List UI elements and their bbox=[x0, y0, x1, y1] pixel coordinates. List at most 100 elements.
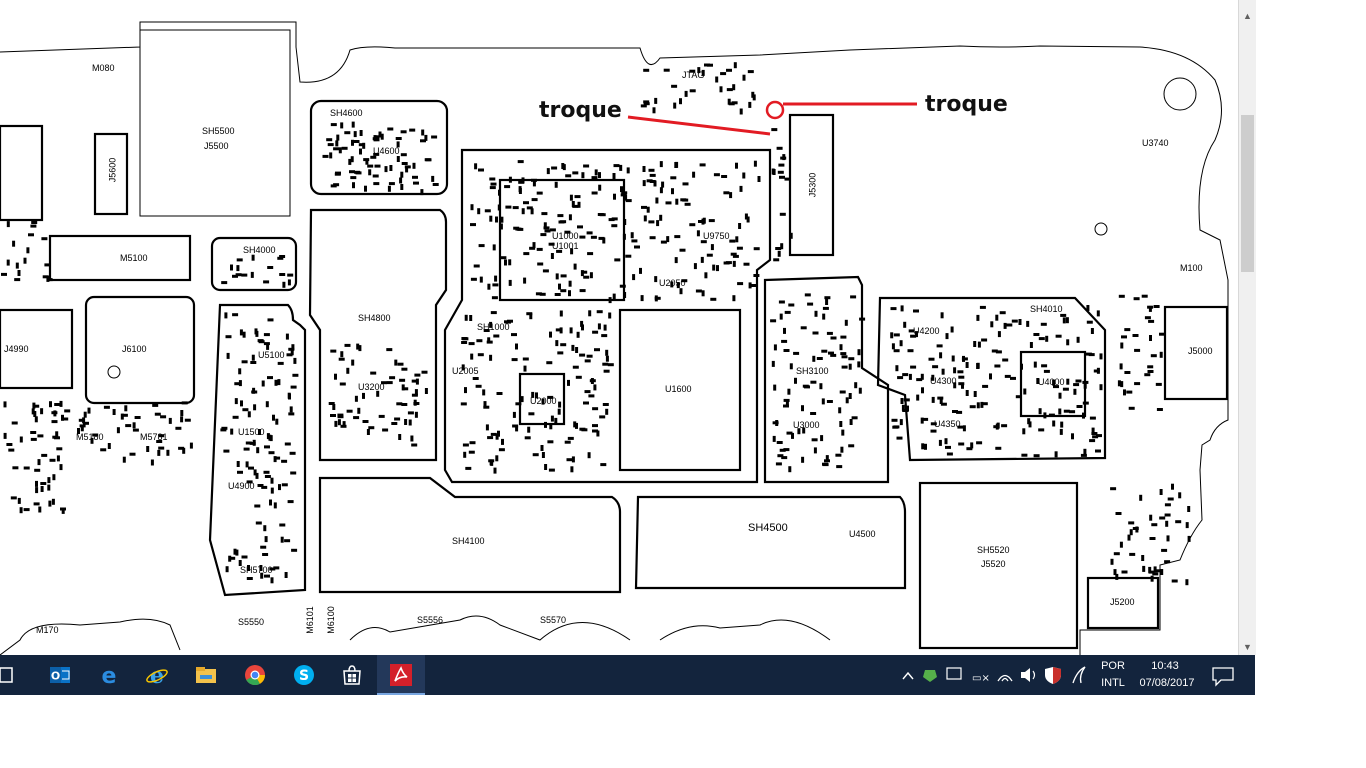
smd-pad bbox=[1134, 348, 1141, 352]
clock-date[interactable]: 07/08/2017 bbox=[1139, 677, 1195, 689]
smd-pad bbox=[592, 407, 599, 411]
smd-pad bbox=[845, 397, 849, 404]
pdf-viewer-area[interactable]: M080 SH5500 J5500 J5600 M5100 SH4000 J49… bbox=[0, 0, 1238, 655]
smd-pad bbox=[708, 219, 715, 223]
taskbar-skype[interactable]: S bbox=[280, 655, 328, 695]
vertical-scrollbar[interactable]: ▲ ▼ bbox=[1238, 0, 1256, 655]
smd-pad bbox=[495, 216, 498, 223]
smd-pad bbox=[757, 176, 761, 182]
smd-pad bbox=[976, 314, 980, 321]
smd-pad bbox=[826, 331, 833, 335]
smd-pad bbox=[997, 331, 1001, 338]
smd-pad bbox=[632, 274, 636, 281]
smd-pad bbox=[505, 205, 512, 209]
smd-pad bbox=[344, 343, 351, 347]
smd-pad bbox=[373, 182, 380, 186]
smd-pad bbox=[1150, 354, 1157, 358]
smd-pad bbox=[1020, 363, 1023, 370]
smd-pad bbox=[665, 201, 672, 205]
smd-pad bbox=[288, 412, 295, 416]
label-sh1000: SH1000 bbox=[477, 322, 510, 332]
smd-pad bbox=[421, 370, 428, 374]
smd-pad bbox=[490, 311, 497, 315]
smd-pad bbox=[460, 402, 467, 406]
smd-pad bbox=[1023, 388, 1027, 395]
smd-pad bbox=[523, 201, 529, 205]
smd-pad bbox=[291, 548, 298, 552]
smd-pad bbox=[348, 158, 352, 165]
smd-pad bbox=[995, 314, 999, 321]
smd-pad bbox=[1132, 334, 1139, 337]
smd-pad bbox=[783, 349, 790, 352]
smd-pad bbox=[64, 409, 71, 413]
smd-pad bbox=[550, 415, 554, 422]
smd-pad bbox=[1166, 535, 1170, 542]
language-indicator-bottom[interactable]: INTL bbox=[1101, 677, 1125, 689]
language-indicator-top[interactable]: POR bbox=[1101, 660, 1125, 672]
smd-pad bbox=[696, 230, 700, 237]
smd-pad bbox=[180, 410, 184, 416]
taskbar-outlook[interactable]: O bbox=[36, 655, 84, 695]
taskbar-chrome[interactable] bbox=[231, 655, 279, 695]
smd-pad bbox=[260, 545, 267, 549]
scroll-thumb[interactable] bbox=[1241, 115, 1254, 272]
smd-pad bbox=[350, 156, 354, 163]
smd-pad bbox=[605, 408, 609, 415]
smd-pad bbox=[464, 387, 467, 394]
smd-pad bbox=[1022, 428, 1026, 435]
smd-pad bbox=[1006, 323, 1013, 327]
smd-pad bbox=[570, 466, 574, 473]
scroll-down-arrow[interactable]: ▼ bbox=[1243, 642, 1252, 652]
smd-pad bbox=[264, 536, 268, 543]
smd-pad bbox=[920, 417, 924, 424]
smd-pad bbox=[812, 331, 819, 335]
smd-pad bbox=[35, 480, 38, 487]
smd-pad bbox=[961, 382, 964, 389]
smd-pad bbox=[592, 424, 598, 428]
smd-pad bbox=[229, 556, 236, 560]
scroll-up-arrow[interactable]: ▲ bbox=[1243, 11, 1252, 21]
smd-pad bbox=[791, 432, 794, 439]
smd-pad bbox=[781, 339, 788, 343]
smd-pad bbox=[366, 429, 370, 435]
smd-pad bbox=[1045, 335, 1049, 342]
task-view-button[interactable] bbox=[0, 655, 30, 695]
smd-pad bbox=[247, 411, 251, 418]
smd-pad bbox=[649, 173, 656, 177]
smd-pad bbox=[334, 172, 341, 176]
smd-pad bbox=[560, 343, 567, 347]
smd-pad bbox=[858, 387, 862, 394]
smd-pad bbox=[619, 164, 623, 171]
smd-pad bbox=[639, 267, 642, 274]
label-sh5520: SH5520 bbox=[977, 545, 1010, 555]
smd-pad bbox=[158, 434, 165, 438]
smd-pad bbox=[364, 185, 367, 192]
smd-pad bbox=[680, 198, 687, 202]
taskbar-internet-explorer[interactable]: e bbox=[133, 655, 181, 695]
smd-pad bbox=[973, 391, 977, 397]
taskbar-acrobat[interactable] bbox=[377, 655, 425, 695]
smd-pad bbox=[801, 405, 804, 412]
smd-pad bbox=[182, 447, 186, 454]
show-hidden-icons-chevron-icon bbox=[902, 671, 914, 680]
clock-time[interactable]: 10:43 bbox=[1151, 660, 1179, 672]
taskbar-file-explorer[interactable] bbox=[182, 655, 230, 695]
smd-pad bbox=[292, 373, 299, 377]
smd-pad bbox=[940, 312, 944, 319]
smd-pad bbox=[577, 225, 583, 229]
smd-pad bbox=[248, 466, 254, 470]
smd-pad bbox=[567, 379, 570, 386]
smd-pad bbox=[370, 155, 377, 159]
smd-pad bbox=[778, 163, 785, 167]
smd-pad bbox=[515, 343, 518, 350]
smd-pad bbox=[253, 404, 257, 411]
smd-pad bbox=[779, 313, 783, 320]
taskbar-edge[interactable]: e bbox=[85, 655, 133, 695]
smd-pad bbox=[483, 405, 490, 409]
smd-pad bbox=[236, 265, 240, 272]
smd-pad bbox=[583, 164, 590, 168]
taskbar-store[interactable] bbox=[328, 655, 376, 695]
smd-pad bbox=[326, 138, 333, 142]
smd-pad bbox=[592, 429, 598, 433]
smd-pad bbox=[572, 171, 579, 175]
